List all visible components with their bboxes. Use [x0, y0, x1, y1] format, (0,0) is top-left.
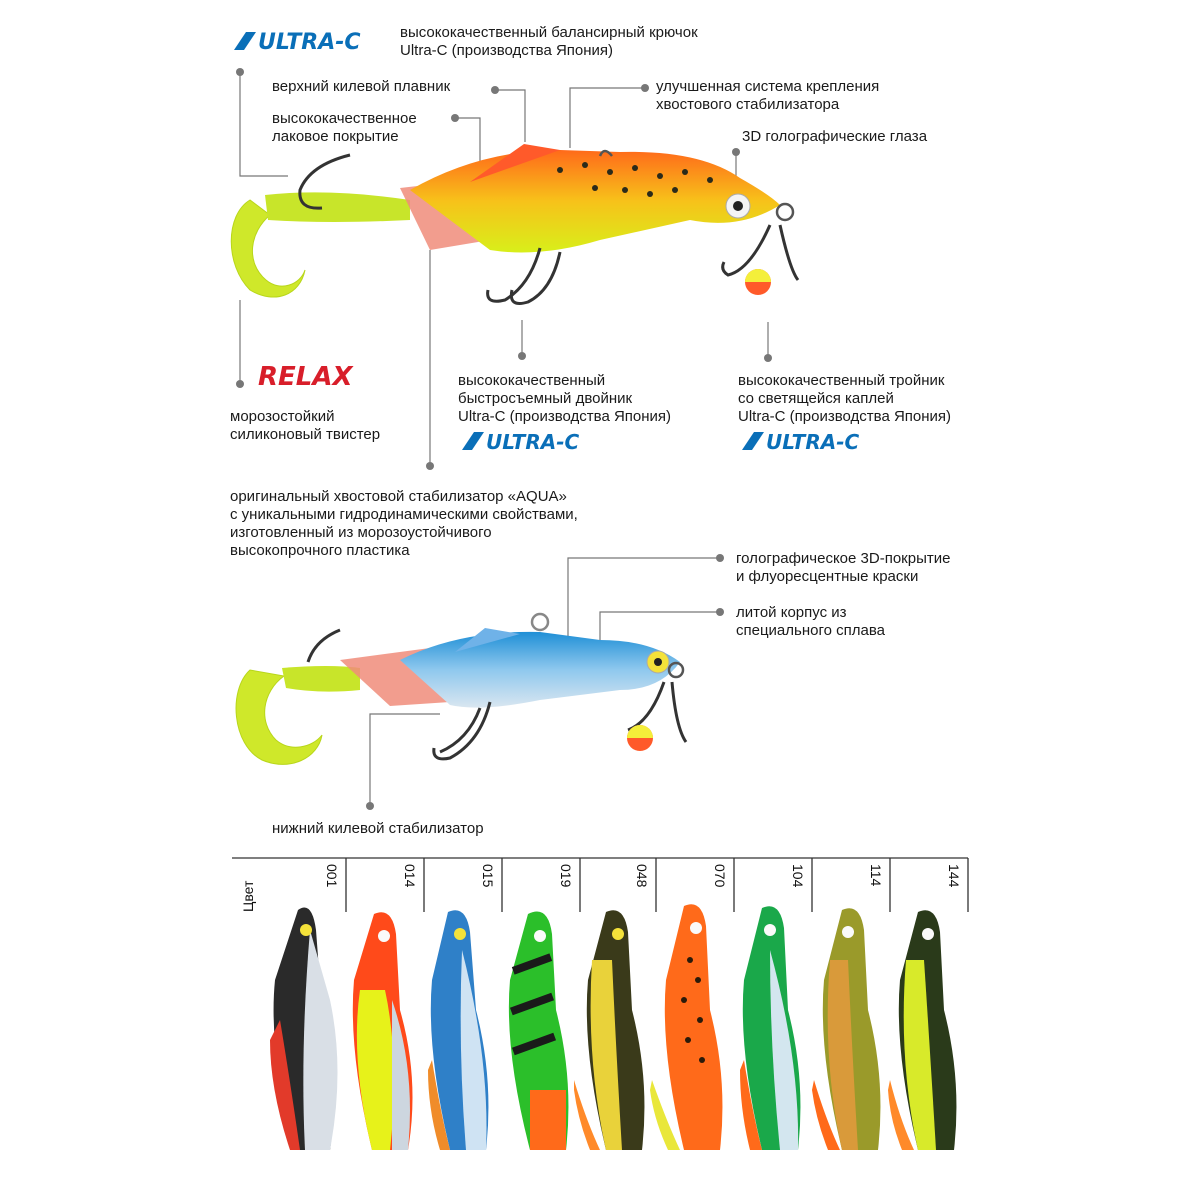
label-lacquer-1: высококачественное [272, 110, 417, 127]
color-swatches [270, 904, 957, 1150]
swatch-019 [508, 911, 569, 1150]
label-aqua-4: высокопрочного пластика [230, 542, 410, 559]
color-code-014: 014 [402, 864, 418, 888]
leader-dots [236, 68, 772, 810]
label-double-3: Ultra-C (производства Япония) [458, 408, 672, 425]
label-treble-2: со светящейся каплей [738, 390, 894, 407]
label-fin: верхний килевой плавник [272, 78, 451, 95]
swatch-114 [812, 908, 881, 1150]
ultra-c-swoosh-icon [462, 432, 484, 450]
swatch-001 [270, 907, 338, 1150]
label-hook-top-1: высококачественный балансирный крючок [400, 24, 698, 41]
label-body-2: специального сплава [736, 622, 885, 639]
label-aqua-3: изготовленный из морозоустойчивого [230, 524, 492, 541]
relax-logo: RELAX [258, 362, 353, 392]
label-lower-keel: нижний килевой стабилизатор [272, 820, 484, 837]
label-mount-2: хвостового стабилизатора [656, 96, 840, 113]
label-holo-2: и флуоресцентные краски [736, 568, 919, 585]
ultra-c-logo-double: ULTRA-C [460, 430, 579, 454]
label-twister-2: силиконовый твистер [230, 426, 381, 443]
label-lacquer-2: лаковое покрытие [272, 128, 399, 145]
label-body-1: литой корпус из [736, 604, 847, 621]
color-code-019: 019 [558, 864, 574, 888]
label-eyes: 3D голографические глаза [742, 128, 928, 145]
label-treble-1: высококачественный тройник [738, 372, 945, 389]
color-code-104: 104 [790, 864, 806, 888]
swatch-144 [888, 910, 957, 1150]
color-code-001: 001 [324, 864, 340, 888]
ultra-c-logo-treble: ULTRA-C [740, 430, 859, 454]
swatch-014 [352, 912, 413, 1150]
color-table-frame [232, 857, 969, 912]
color-table-title: Цвет [240, 880, 256, 912]
lure-main-illustration [230, 144, 800, 305]
ultra-c-swoosh-icon [742, 432, 764, 450]
label-aqua-2: с уникальными гидродинамическими свойств… [230, 506, 578, 523]
ultra-c-swoosh-icon [234, 32, 256, 50]
label-treble-3: Ultra-C (производства Япония) [738, 408, 952, 425]
color-code-144: 144 [946, 864, 962, 888]
label-hook-top-2: Ultra-C (производства Япония) [400, 42, 614, 59]
label-double-1: высококачественный [458, 372, 606, 389]
ultra-c-text: ULTRA-C [486, 430, 580, 454]
ultra-c-logo-top: ULTRA-C [232, 30, 361, 55]
lure-secondary-illustration [235, 612, 688, 765]
leader-lines [239, 72, 769, 806]
color-code-015: 015 [480, 864, 496, 888]
swatch-015 [428, 910, 489, 1150]
label-aqua-1: оригинальный хвостовой стабилизатор «AQU… [230, 488, 567, 505]
ultra-c-text: ULTRA-C [766, 430, 860, 454]
color-code-114: 114 [868, 864, 884, 887]
swatch-104 [740, 906, 801, 1150]
ultra-c-text: ULTRA-C [258, 30, 361, 55]
label-mount-1: улучшенная система крепления [656, 78, 880, 95]
color-code-070: 070 [712, 864, 728, 888]
label-twister-1: морозостойкий [230, 408, 335, 425]
swatch-048 [574, 910, 645, 1150]
swatch-070 [650, 904, 723, 1150]
color-code-048: 048 [634, 864, 650, 888]
label-holo-1: голографическое 3D-покрытие [736, 550, 951, 567]
label-double-2: быстросъемный двойник [458, 390, 633, 407]
